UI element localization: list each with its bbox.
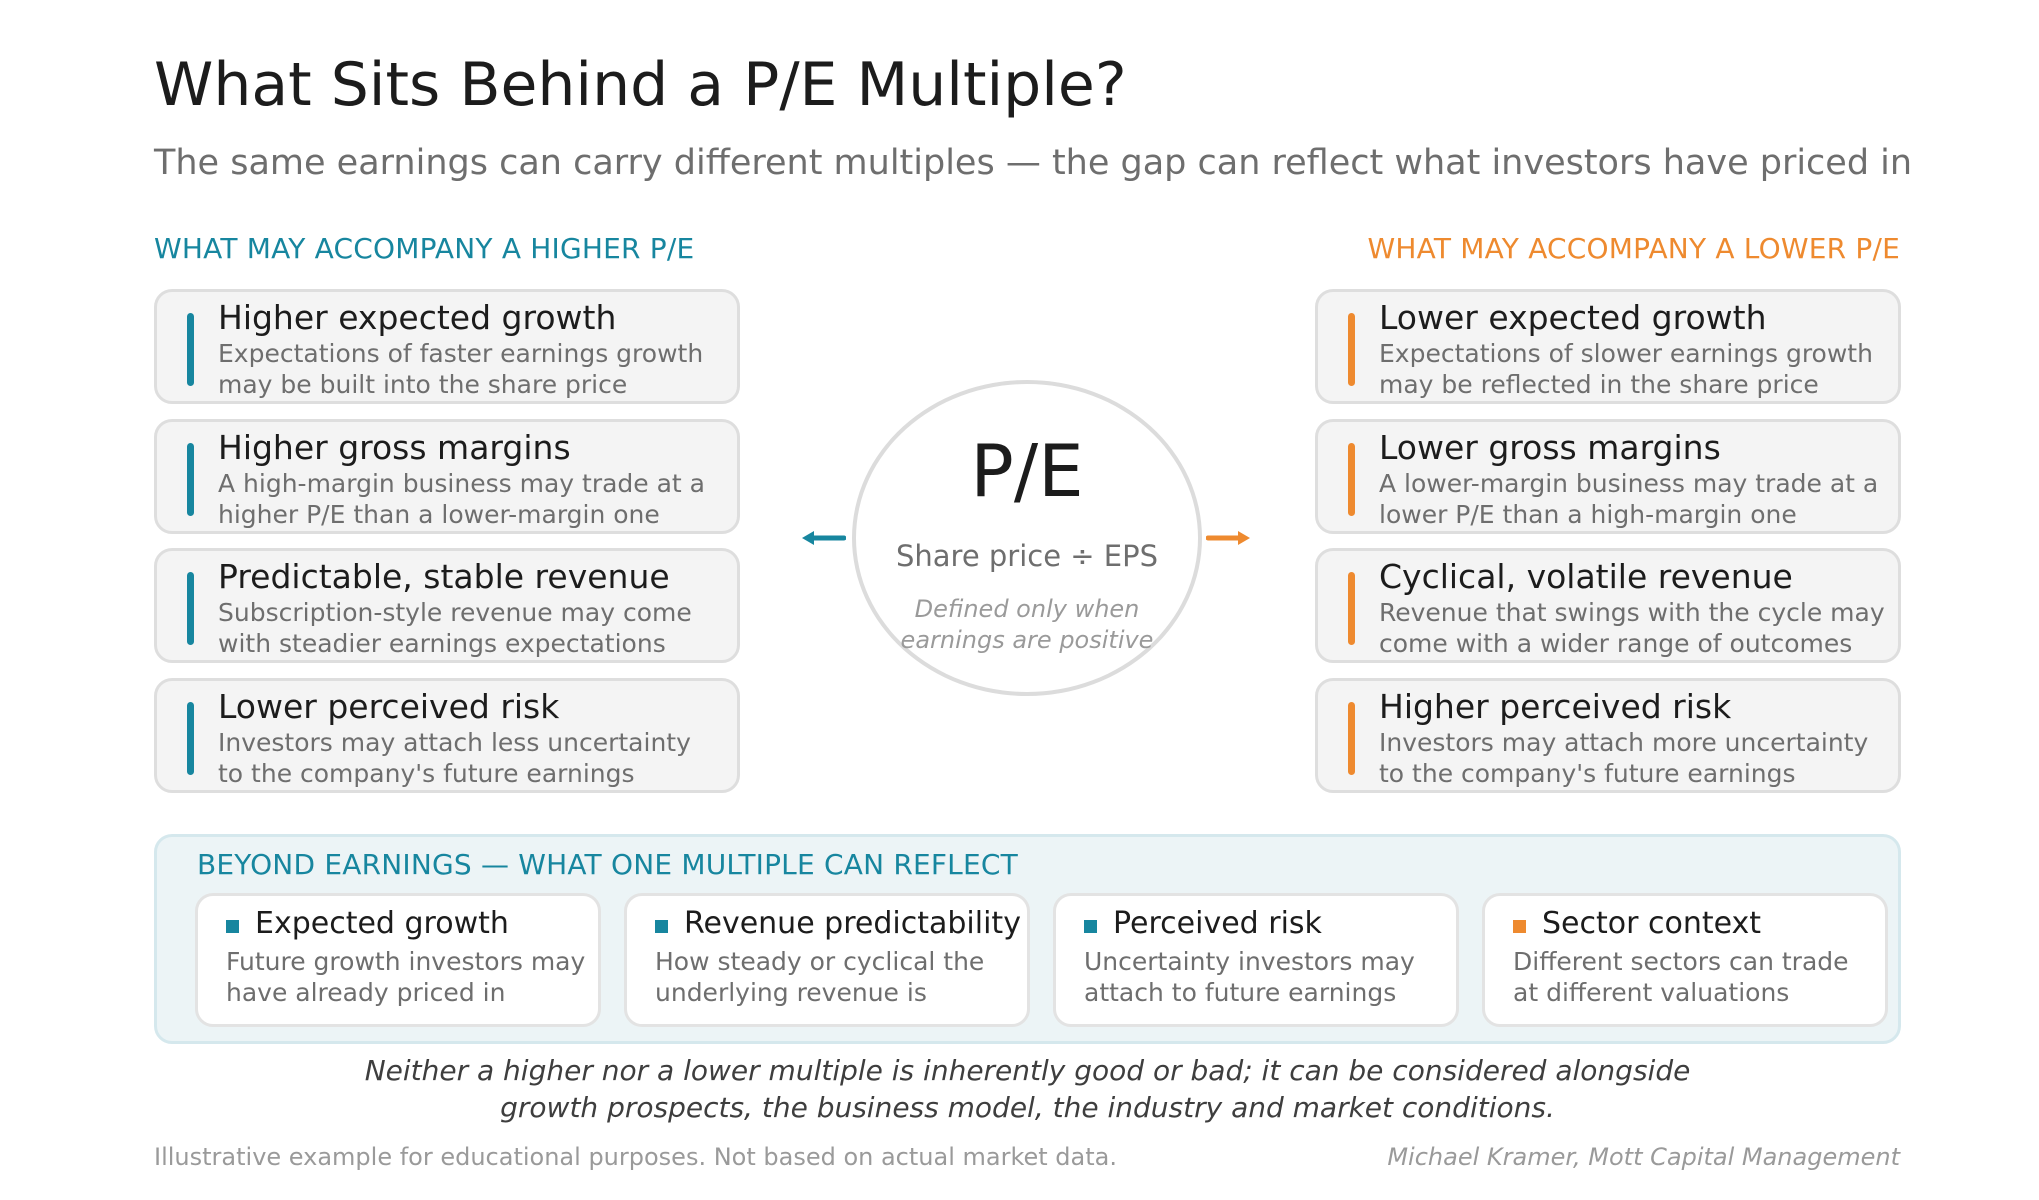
card-title: Perceived risk <box>1113 906 1322 941</box>
arrow-right-icon <box>1206 531 1250 545</box>
higher-pe-heading: WHAT MAY ACCOMPANY A HIGHER P/E <box>154 232 695 265</box>
lower-factor-card: Higher perceived risk Investors may atta… <box>1315 678 1901 793</box>
closing-statement: Neither a higher nor a lower multiple is… <box>364 1054 1691 1124</box>
square-bullet-icon <box>1084 920 1097 933</box>
card-title: Expected growth <box>255 906 509 941</box>
accent-bar <box>187 572 194 645</box>
reflect-card: Expected growth Future growth investors … <box>195 893 601 1027</box>
accent-bar <box>187 443 194 516</box>
factor-title: Higher perceived risk <box>1379 687 1732 726</box>
accent-bar <box>1348 313 1355 386</box>
square-bullet-icon <box>226 920 239 933</box>
beyond-heading: BEYOND EARNINGS — WHAT ONE MULTIPLE CAN … <box>197 848 1018 881</box>
pe-label: P/E <box>970 429 1084 513</box>
factor-title: Higher gross margins <box>218 428 571 467</box>
page-subtitle: The same earnings can carry different mu… <box>154 143 1913 183</box>
accent-bar <box>1348 443 1355 516</box>
accent-bar <box>1348 572 1355 645</box>
arrow-left-icon <box>802 531 846 545</box>
accent-bar <box>187 313 194 386</box>
disclaimer: Illustrative example for educational pur… <box>154 1143 1117 1171</box>
lower-pe-heading: WHAT MAY ACCOMPANY A LOWER P/E <box>1367 232 1900 265</box>
factor-title: Predictable, stable revenue <box>218 557 670 596</box>
higher-factor-card: Predictable, stable revenue Subscription… <box>154 548 740 663</box>
higher-factor-card: Lower perceived risk Investors may attac… <box>154 678 740 793</box>
lower-factor-card: Cyclical, volatile revenue Revenue that … <box>1315 548 1901 663</box>
pe-formula: Share price ÷ EPS <box>895 539 1159 573</box>
factor-title: Cyclical, volatile revenue <box>1379 557 1793 596</box>
author-credit: Michael Kramer, Mott Capital Management <box>1387 1143 1900 1171</box>
square-bullet-icon <box>1513 920 1526 933</box>
higher-factor-card: Higher gross margins A high-margin busin… <box>154 419 740 534</box>
higher-factor-card: Higher expected growth Expectations of f… <box>154 289 740 404</box>
accent-bar <box>1348 702 1355 775</box>
card-title: Revenue predictability <box>684 906 1021 941</box>
accent-bar <box>187 702 194 775</box>
square-bullet-icon <box>655 920 668 933</box>
reflect-card: Sector context Different sectors can tra… <box>1482 893 1888 1027</box>
factor-title: Higher expected growth <box>218 298 617 337</box>
factor-title: Lower expected growth <box>1379 298 1767 337</box>
beyond-earnings-panel: BEYOND EARNINGS — WHAT ONE MULTIPLE CAN … <box>154 834 1901 1044</box>
lower-factor-card: Lower gross margins A lower-margin busin… <box>1315 419 1901 534</box>
reflect-card: Revenue predictability How steady or cyc… <box>624 893 1030 1027</box>
reflect-card: Perceived risk Uncertainty investors may… <box>1053 893 1459 1027</box>
lower-factor-card: Lower expected growth Expectations of sl… <box>1315 289 1901 404</box>
card-title: Sector context <box>1542 906 1762 941</box>
factor-title: Lower gross margins <box>1379 428 1721 467</box>
page-title: What Sits Behind a P/E Multiple? <box>154 50 1127 120</box>
factor-title: Lower perceived risk <box>218 687 560 726</box>
